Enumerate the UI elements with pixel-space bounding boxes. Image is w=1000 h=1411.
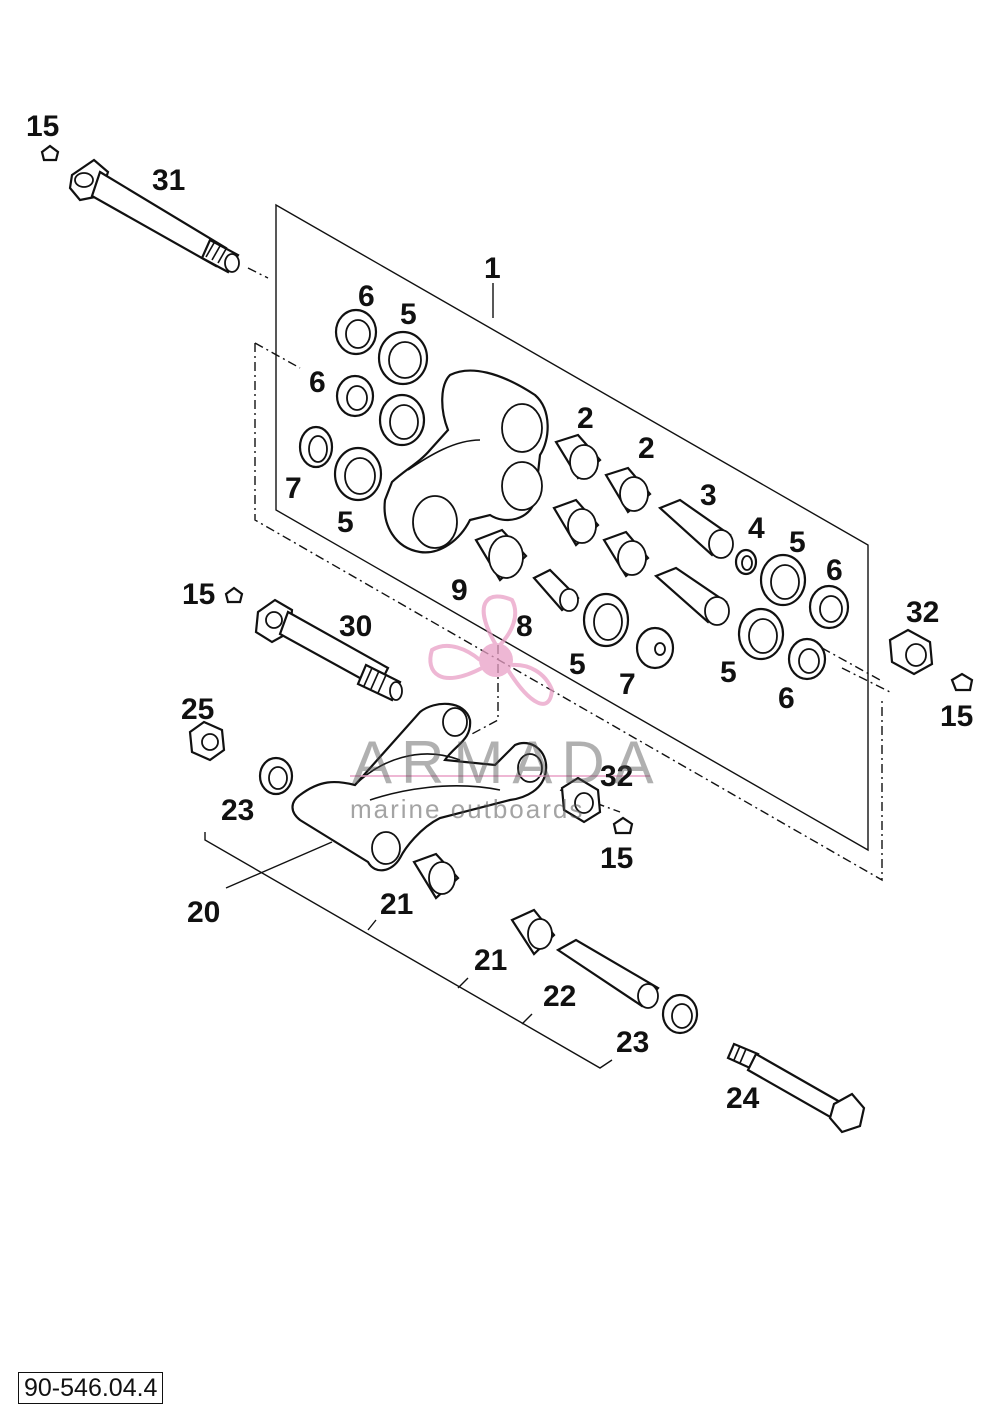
seal-5-e bbox=[737, 607, 785, 661]
sleeve-22 bbox=[555, 938, 660, 1009]
seal-5-c bbox=[333, 446, 383, 502]
watermark-brand: ARMADA bbox=[352, 729, 663, 796]
callout-5: 5 bbox=[400, 298, 417, 331]
seal-23-a bbox=[258, 756, 294, 796]
grease-nipple-15-c bbox=[224, 586, 244, 604]
sleeve-3-b bbox=[653, 566, 730, 626]
needle-bearing-21-b bbox=[510, 908, 556, 956]
leader-lines bbox=[204, 283, 613, 1069]
grease-nipple-15-a bbox=[40, 144, 60, 162]
callout-21: 21 bbox=[380, 888, 413, 921]
ring-4 bbox=[734, 548, 758, 576]
callout-5: 5 bbox=[789, 526, 806, 559]
callout-32: 32 bbox=[600, 760, 633, 793]
rocker-lever bbox=[383, 369, 549, 554]
seal-5-a bbox=[377, 330, 429, 386]
seal-6-c bbox=[808, 584, 850, 630]
callout-23: 23 bbox=[221, 794, 254, 827]
seal-6-d bbox=[787, 637, 827, 681]
callout-7: 7 bbox=[619, 668, 636, 701]
callout-6: 6 bbox=[778, 682, 795, 715]
needle-bearing-2-a bbox=[554, 433, 602, 480]
callout-15: 15 bbox=[182, 578, 215, 611]
callout-32: 32 bbox=[906, 596, 939, 629]
callout-7: 7 bbox=[285, 472, 302, 505]
callout-9: 9 bbox=[451, 574, 468, 607]
seal-6-b bbox=[335, 374, 375, 418]
callout-6: 6 bbox=[309, 366, 326, 399]
seal-5-b bbox=[378, 393, 426, 447]
callout-6: 6 bbox=[826, 554, 843, 587]
needle-bearing-21-a bbox=[412, 852, 460, 900]
grease-nipple-15-d bbox=[612, 816, 634, 835]
bushing-7-a bbox=[298, 425, 334, 469]
callout-25: 25 bbox=[181, 693, 214, 726]
needle-bearing-2-b bbox=[604, 466, 652, 514]
propeller-logo-icon bbox=[350, 594, 650, 777]
callout-20: 20 bbox=[187, 896, 220, 929]
nut-32-a bbox=[888, 628, 934, 676]
bolt-24 bbox=[726, 1042, 866, 1134]
callout-5: 5 bbox=[569, 648, 586, 681]
bearing-9 bbox=[474, 528, 528, 582]
seal-5-f bbox=[582, 592, 630, 648]
watermark-tagline: marine outboards bbox=[350, 794, 585, 824]
callout-4: 4 bbox=[748, 512, 765, 545]
seal-6-a bbox=[334, 308, 378, 356]
callout-2: 2 bbox=[638, 432, 655, 465]
assembly-frame-solid bbox=[275, 203, 869, 852]
callout-8: 8 bbox=[516, 610, 533, 643]
callout-2: 2 bbox=[577, 402, 594, 435]
callout-1: 1 bbox=[484, 252, 501, 285]
callout-31: 31 bbox=[152, 164, 185, 197]
callout-24: 24 bbox=[726, 1082, 760, 1115]
callout-labels: 15 31 1 6 5 6 7 5 2 2 3 4 5 6 32 15 9 8 … bbox=[26, 110, 973, 1115]
callout-23: 23 bbox=[616, 1026, 649, 1059]
bolt-31 bbox=[68, 158, 240, 274]
sleeve-8 bbox=[532, 568, 580, 612]
callout-15: 15 bbox=[940, 700, 973, 733]
drawing-code: 90-546.04.4 bbox=[18, 1372, 164, 1404]
needle-bearing-2-d bbox=[602, 530, 650, 578]
callout-21: 21 bbox=[474, 944, 507, 977]
bolt-30 bbox=[254, 598, 403, 702]
callout-5: 5 bbox=[337, 506, 354, 539]
callout-30: 30 bbox=[339, 610, 372, 643]
nut-32-b bbox=[560, 776, 602, 824]
bushing-7-b bbox=[635, 626, 675, 670]
grease-nipple-15-b bbox=[950, 672, 974, 692]
callout-15: 15 bbox=[26, 110, 59, 143]
callout-22: 22 bbox=[543, 980, 576, 1013]
callout-15: 15 bbox=[600, 842, 633, 875]
callout-5: 5 bbox=[720, 656, 737, 689]
nut-25 bbox=[188, 720, 226, 762]
sleeve-3-a bbox=[657, 498, 734, 559]
seal-5-d bbox=[759, 553, 807, 607]
callout-6: 6 bbox=[358, 280, 375, 313]
callout-3: 3 bbox=[700, 479, 717, 512]
needle-bearing-2-c bbox=[552, 498, 600, 547]
seal-23-b bbox=[661, 993, 699, 1035]
